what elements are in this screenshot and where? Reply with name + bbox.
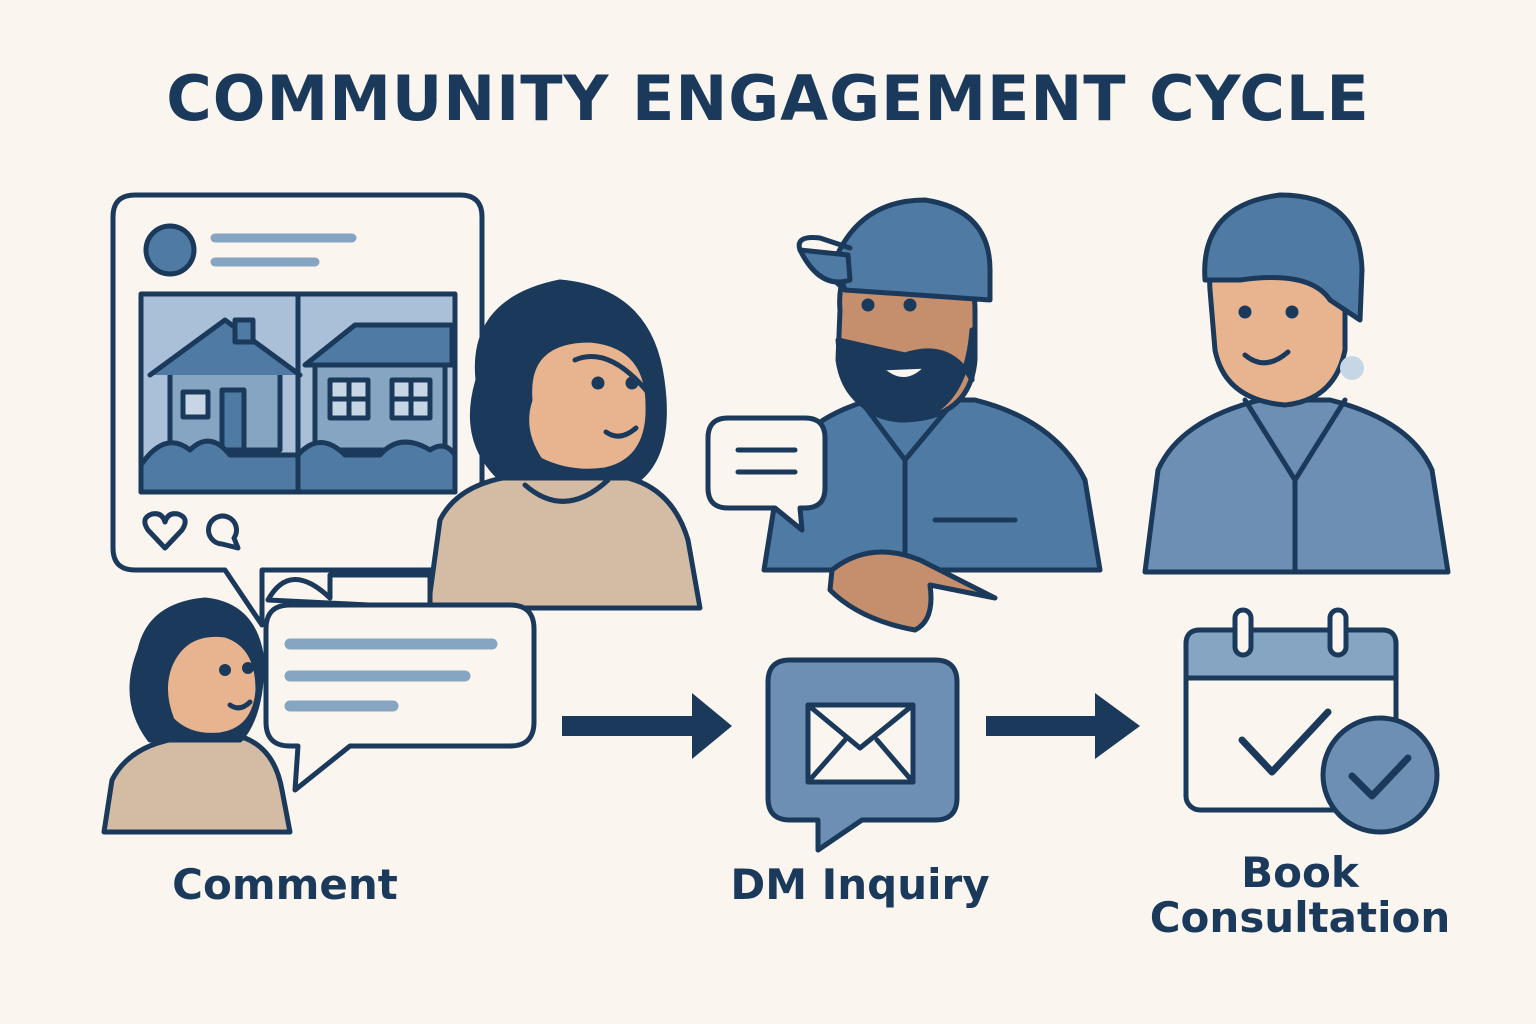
avatar-icon <box>143 223 197 277</box>
step-label-dm-inquiry: DM Inquiry <box>730 860 990 909</box>
heart-icon <box>142 511 188 551</box>
step-label-comment: Comment <box>172 860 398 909</box>
chat-bubble-icon <box>705 415 828 533</box>
woman-figure <box>425 279 703 611</box>
bearded-man-figure <box>761 197 1103 633</box>
step-label-book-consultation: Book Consultation <box>1149 848 1451 943</box>
diagram-title: COMMUNITY ENGAGEMENT CYCLE <box>166 62 1370 135</box>
arrow-icon <box>562 693 1140 759</box>
comment-icon <box>206 513 241 551</box>
calendar-check-icon <box>1183 607 1440 835</box>
comment-bubble-icon <box>263 602 537 793</box>
person-right-figure <box>1142 192 1451 575</box>
commenter-figure <box>101 597 293 835</box>
envelope-chat-icon <box>765 657 960 853</box>
social-post-card <box>110 192 485 628</box>
